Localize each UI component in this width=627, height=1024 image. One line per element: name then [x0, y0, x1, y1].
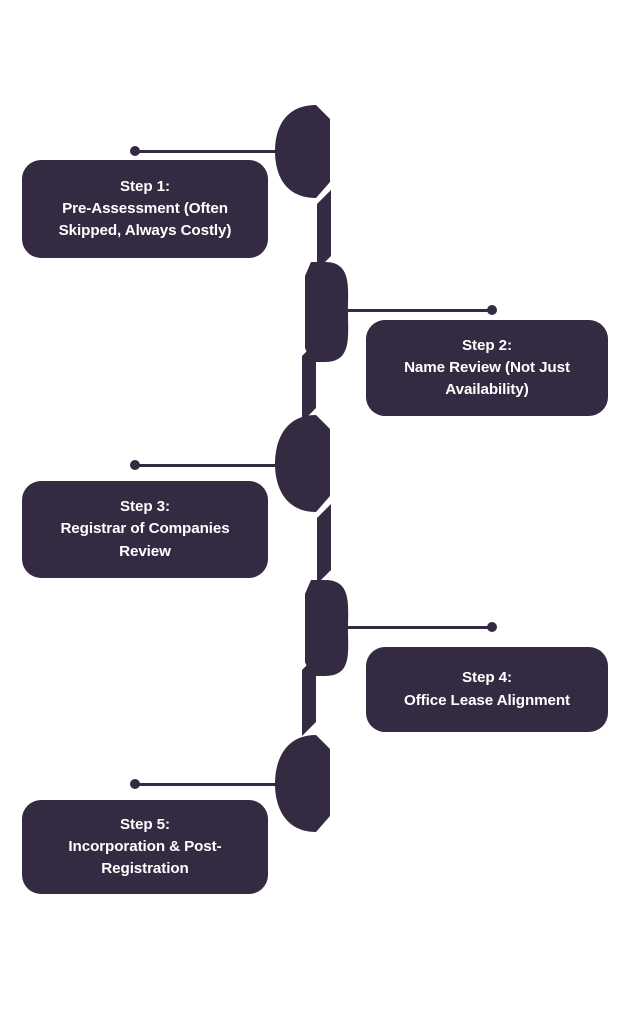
spine-node-1 — [275, 105, 330, 198]
step-card-3[interactable]: Step 3: Registrar of Companies Review — [22, 481, 268, 578]
step-card-5-text: Step 5: Incorporation & Post- Registrati… — [68, 815, 222, 878]
connector-dot-2 — [487, 305, 497, 315]
spine-node-3 — [275, 415, 330, 512]
spine-node-4 — [305, 580, 349, 676]
step-card-2-text: Step 2: Name Review (Not Just Availabili… — [404, 336, 570, 399]
connector-dot-1 — [130, 146, 140, 156]
connector-line-2 — [344, 309, 492, 312]
connector-line-5 — [136, 783, 286, 786]
spine-node-5 — [275, 735, 330, 832]
spine-node-2 — [305, 262, 349, 362]
connector-line-1 — [136, 150, 286, 153]
connector-dot-4 — [487, 622, 497, 632]
step-card-5[interactable]: Step 5: Incorporation & Post- Registrati… — [22, 800, 268, 894]
spine-connector-2 — [302, 342, 316, 422]
spine-connector-1 — [317, 190, 331, 270]
connector-line-4 — [344, 626, 492, 629]
spine-connector-4 — [302, 656, 316, 736]
connector-line-3 — [136, 464, 286, 467]
step-card-1-text: Step 1: Pre-Assessment (Often Skipped, A… — [58, 177, 232, 240]
step-card-1[interactable]: Step 1: Pre-Assessment (Often Skipped, A… — [22, 160, 268, 258]
connector-dot-3 — [130, 460, 140, 470]
spine-connector-3 — [317, 504, 331, 584]
step-card-2[interactable]: Step 2: Name Review (Not Just Availabili… — [366, 320, 608, 416]
step-card-4[interactable]: Step 4: Office Lease Alignment — [366, 647, 608, 732]
step-card-4-text: Step 4: Office Lease Alignment — [403, 669, 571, 709]
connector-dot-5 — [130, 779, 140, 789]
step-card-3-text: Step 3: Registrar of Companies Review — [60, 498, 230, 560]
